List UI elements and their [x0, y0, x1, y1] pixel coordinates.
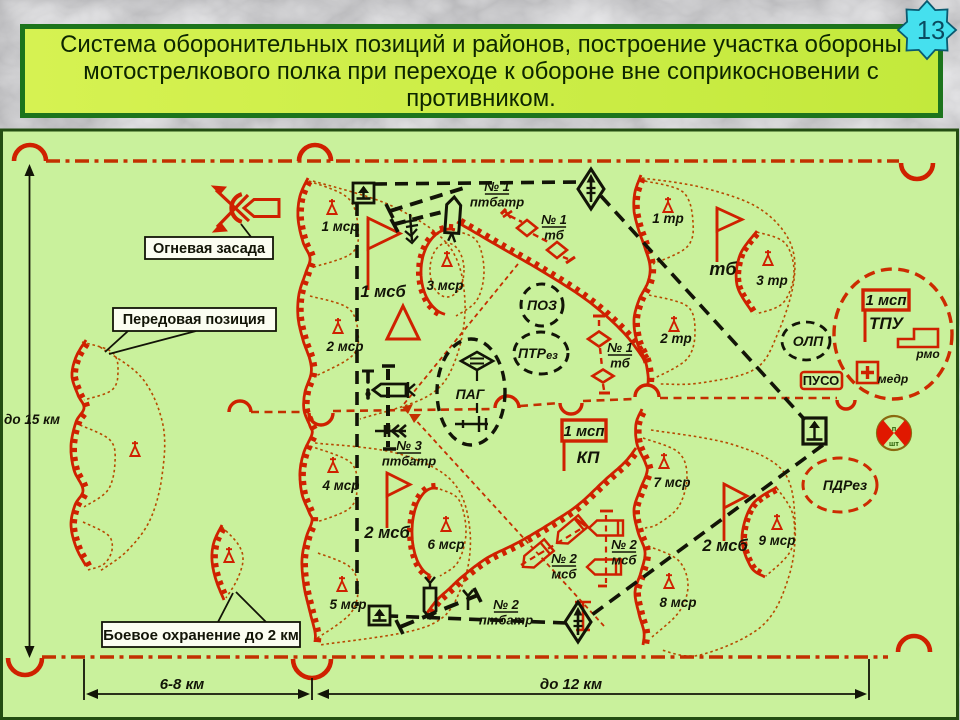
svg-text:мотострелкового полка при пере: мотострелкового полка при переходе к обо…: [83, 58, 878, 85]
svg-text:ез: ез: [546, 350, 558, 362]
svg-text:№ 3: № 3: [396, 438, 423, 453]
svg-text:птбатр: птбатр: [470, 194, 524, 209]
svg-text:1 мсп: 1 мсп: [865, 292, 906, 309]
svg-text:7 мср: 7 мср: [654, 475, 691, 490]
svg-text:ПАГ: ПАГ: [456, 386, 486, 402]
svg-text:до 12 км: до 12 км: [540, 676, 602, 693]
svg-text:4 мср: 4 мср: [322, 478, 360, 493]
svg-text:5 мср: 5 мср: [330, 597, 367, 612]
svg-text:2 тр: 2 тр: [659, 331, 692, 346]
svg-text:КП: КП: [577, 448, 600, 467]
svg-text:2 мсб: 2 мсб: [701, 537, 748, 555]
svg-text:2 мсб: 2 мсб: [363, 524, 410, 542]
svg-text:ПДРез: ПДРез: [823, 477, 867, 493]
svg-text:1 мср: 1 мср: [322, 219, 359, 234]
svg-text:мсб: мсб: [612, 552, 638, 567]
svg-text:ПОЗ: ПОЗ: [527, 297, 557, 313]
svg-text:ОЛП: ОЛП: [793, 333, 824, 349]
svg-text:шт: шт: [889, 439, 899, 448]
svg-text:9 мср: 9 мср: [759, 533, 796, 548]
svg-text:ПУСО: ПУСО: [803, 373, 840, 388]
svg-text:№ 2: № 2: [551, 551, 578, 566]
svg-text:3 тр: 3 тр: [756, 273, 788, 288]
svg-text:рмо: рмо: [915, 347, 939, 361]
svg-text:тб: тб: [610, 355, 631, 370]
svg-text:мсб: мсб: [552, 566, 578, 581]
svg-text:13: 13: [917, 17, 945, 45]
svg-text:2 мср: 2 мср: [326, 339, 364, 354]
svg-text:Боевое охранение до 2 км: Боевое охранение до 2 км: [103, 627, 299, 644]
svg-text:птбатр: птбатр: [382, 453, 436, 468]
svg-text:Передовая позиция: Передовая позиция: [123, 312, 266, 328]
svg-text:1 тр: 1 тр: [652, 211, 684, 226]
svg-text:1 мсб: 1 мсб: [360, 283, 406, 301]
svg-text:1 мсп: 1 мсп: [563, 423, 604, 440]
svg-text:тб: тб: [709, 259, 737, 279]
svg-text:№ 1: № 1: [607, 340, 633, 355]
svg-text:медр: медр: [878, 372, 908, 386]
svg-text:№ 1: № 1: [541, 212, 567, 227]
svg-text:3 мср: 3 мср: [427, 278, 464, 293]
svg-text:ТПУ: ТПУ: [869, 314, 905, 333]
svg-text:до 15 км: до 15 км: [4, 412, 60, 427]
svg-text:противником.: противником.: [406, 85, 556, 112]
svg-text:6-8 км: 6-8 км: [160, 676, 205, 693]
svg-text:Система оборонительных позиций: Система оборонительных позиций и районов…: [60, 31, 902, 58]
svg-text:8 мср: 8 мср: [660, 595, 697, 610]
svg-text:Огневая засада: Огневая засада: [153, 241, 266, 257]
svg-text:ПТР: ПТР: [518, 345, 547, 361]
svg-text:тб: тб: [544, 227, 565, 242]
svg-text:№ 2: № 2: [611, 537, 638, 552]
svg-text:6 мср: 6 мср: [428, 537, 465, 552]
svg-text:№ 1: № 1: [484, 179, 510, 194]
svg-text:№ 2: № 2: [493, 597, 520, 612]
svg-text:п: п: [892, 424, 897, 433]
svg-text:птбатр: птбатр: [479, 612, 533, 627]
